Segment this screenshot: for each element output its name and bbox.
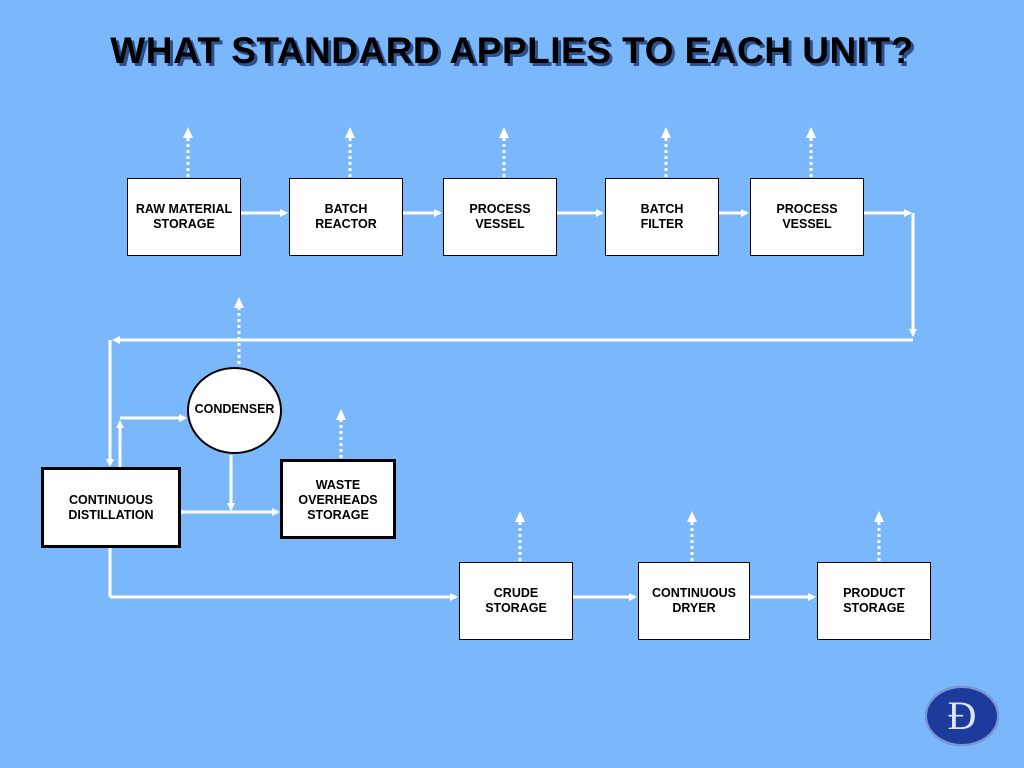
emission-arrowhead [806,127,816,138]
emission-arrowhead [687,511,697,522]
process-vessel-box-1: PROCESS VESSEL [443,178,557,256]
continuous-dryer-box: CONTINUOUS DRYER [638,562,750,640]
continuous-distillation-box: CONTINUOUS DISTILLATION [41,467,181,548]
crude-storage-box: CRUDE STORAGE [459,562,573,640]
emission-arrowhead [336,409,346,420]
batch-reactor-box: BATCH REACTOR [289,178,403,256]
emission-arrowhead [499,127,509,138]
emission-arrowhead [234,297,244,308]
emission-arrowhead [515,511,525,522]
emission-arrowhead [183,127,193,138]
emission-arrowhead [661,127,671,138]
product-storage-box: PRODUCT STORAGE [817,562,931,640]
page-title: WHAT STANDARD APPLIES TO EACH UNIT? [110,30,914,71]
emission-arrowhead [345,127,355,138]
condenser-node: CONDENSER [187,367,282,454]
process-vessel-box-2: PROCESS VESSEL [750,178,864,256]
batch-filter-box: BATCH FILTER [605,178,719,256]
emission-arrowhead [874,511,884,522]
raw-material-storage-box: RAW MATERIAL STORAGE [127,178,241,256]
d-monogram-logo-icon: Đ [925,686,999,746]
waste-overheads-storage-box: WASTE OVERHEADS STORAGE [280,459,396,539]
